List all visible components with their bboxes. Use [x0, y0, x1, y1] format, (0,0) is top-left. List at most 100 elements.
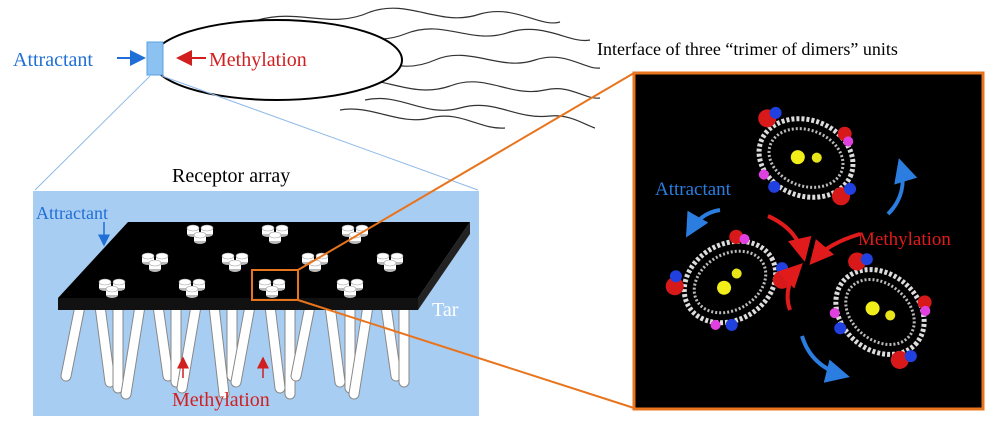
bacterial-cell: Attractant Methylation	[13, 7, 601, 129]
residue-blob	[860, 253, 873, 266]
array-attractant-label: Attractant	[36, 203, 108, 223]
trimer-top	[98, 278, 112, 286]
residue-blob	[669, 270, 682, 283]
trimer-cluster	[261, 224, 289, 244]
helix-ring	[756, 116, 856, 200]
core-residue	[811, 152, 822, 163]
trimer-cluster	[98, 278, 126, 298]
receptor-leg	[95, 301, 115, 387]
receptor-leg	[381, 301, 401, 381]
trimer-of-dimers-unit	[829, 252, 932, 369]
core-residue	[865, 301, 880, 316]
membrane-edge	[418, 222, 470, 310]
trimer-top	[228, 259, 242, 267]
residue-blob	[904, 350, 917, 363]
dimer-units	[665, 106, 932, 369]
cell-methylation-label: Methylation	[209, 49, 307, 71]
residue-blob	[843, 136, 854, 147]
helix-ring	[833, 267, 927, 357]
core-residue	[790, 150, 805, 165]
receptor-patch	[146, 41, 164, 76]
membrane-top	[58, 222, 470, 298]
highlight-box	[251, 269, 299, 301]
trimer-top	[376, 252, 390, 260]
trimer-cluster	[186, 224, 214, 244]
membrane-side	[58, 298, 418, 310]
residue-blob	[769, 106, 782, 119]
trimer-top	[192, 278, 206, 286]
residue-blob	[844, 182, 857, 195]
trimer-top	[193, 231, 207, 239]
trimer-top	[301, 252, 315, 260]
zoom-lines-interface	[297, 72, 635, 409]
trimer-top	[350, 278, 364, 286]
residue-blob	[758, 169, 769, 180]
cell-attractant-label: Attractant	[13, 49, 93, 71]
trimer-top	[390, 252, 404, 260]
trimer-top	[186, 224, 200, 232]
trimer-top	[275, 224, 289, 232]
array-receptor-label: Tar	[432, 299, 459, 321]
trimer-top	[185, 285, 199, 293]
trimer-top	[268, 231, 282, 239]
receptor-leg	[231, 301, 255, 387]
receptor-leg	[61, 301, 85, 381]
trimer-top	[336, 278, 350, 286]
receptor-array-panel: Attractant Tar Methylation	[33, 191, 479, 416]
core-residue	[717, 280, 732, 295]
interface-title: Interface of three “trimer of dimers” un…	[597, 39, 898, 59]
receptor-leg	[265, 301, 285, 393]
interface-panel: Attractant Methylation	[632, 71, 985, 411]
trimer-cluster	[341, 224, 369, 244]
trimer-cluster	[221, 252, 249, 272]
residue-blob	[739, 234, 750, 245]
helix-ring	[681, 238, 779, 326]
trimer-top	[148, 259, 162, 267]
helix-ring-inner	[767, 127, 845, 189]
trimer-cluster	[141, 252, 169, 272]
trimer-top	[221, 252, 235, 260]
trimer-cluster	[178, 278, 206, 298]
array-methylation-label: Methylation	[172, 389, 270, 411]
residue-blob	[725, 318, 738, 331]
helix-ring-inner	[692, 249, 768, 315]
receptor-leg	[291, 301, 315, 381]
residue-blob	[917, 295, 932, 310]
array-title: Receptor array	[172, 165, 290, 187]
residue-blob	[665, 277, 684, 296]
methylation-arrows	[767, 214, 861, 311]
trimer-top	[141, 252, 155, 260]
receptor-leg	[177, 301, 201, 393]
receptor-leg	[209, 301, 229, 399]
trimer-top	[112, 278, 126, 286]
residue-blob	[834, 322, 847, 335]
trimer-top	[383, 259, 397, 267]
receptor-leg	[349, 301, 373, 399]
trimer-top	[200, 224, 214, 232]
trimer-top	[261, 224, 275, 232]
trimer-cluster	[258, 278, 286, 298]
trimer-top	[258, 278, 272, 286]
zoom-lines-cell	[34, 75, 479, 191]
receptor-leg	[153, 301, 173, 381]
helix-ring-inner	[844, 277, 916, 347]
trimer-top	[341, 224, 355, 232]
trimer-top	[105, 285, 119, 293]
residue-blob	[920, 305, 931, 316]
trimer-top	[235, 252, 249, 260]
residue-blob	[710, 319, 721, 330]
interface-methylation-label: Methylation	[858, 229, 951, 250]
receptor-leg	[325, 301, 345, 387]
trimer-cluster	[336, 278, 364, 298]
trimer-top	[343, 285, 357, 293]
attractant-arrows	[686, 158, 918, 383]
interface-attractant-label: Attractant	[655, 179, 732, 200]
residue-blob	[768, 180, 781, 193]
residue-blob	[829, 308, 840, 319]
trimer-top	[178, 278, 192, 286]
trimer-cluster	[376, 252, 404, 272]
trimer-top	[272, 278, 286, 286]
trimer-of-dimers-unit	[756, 106, 857, 206]
trimer-top	[265, 285, 279, 293]
